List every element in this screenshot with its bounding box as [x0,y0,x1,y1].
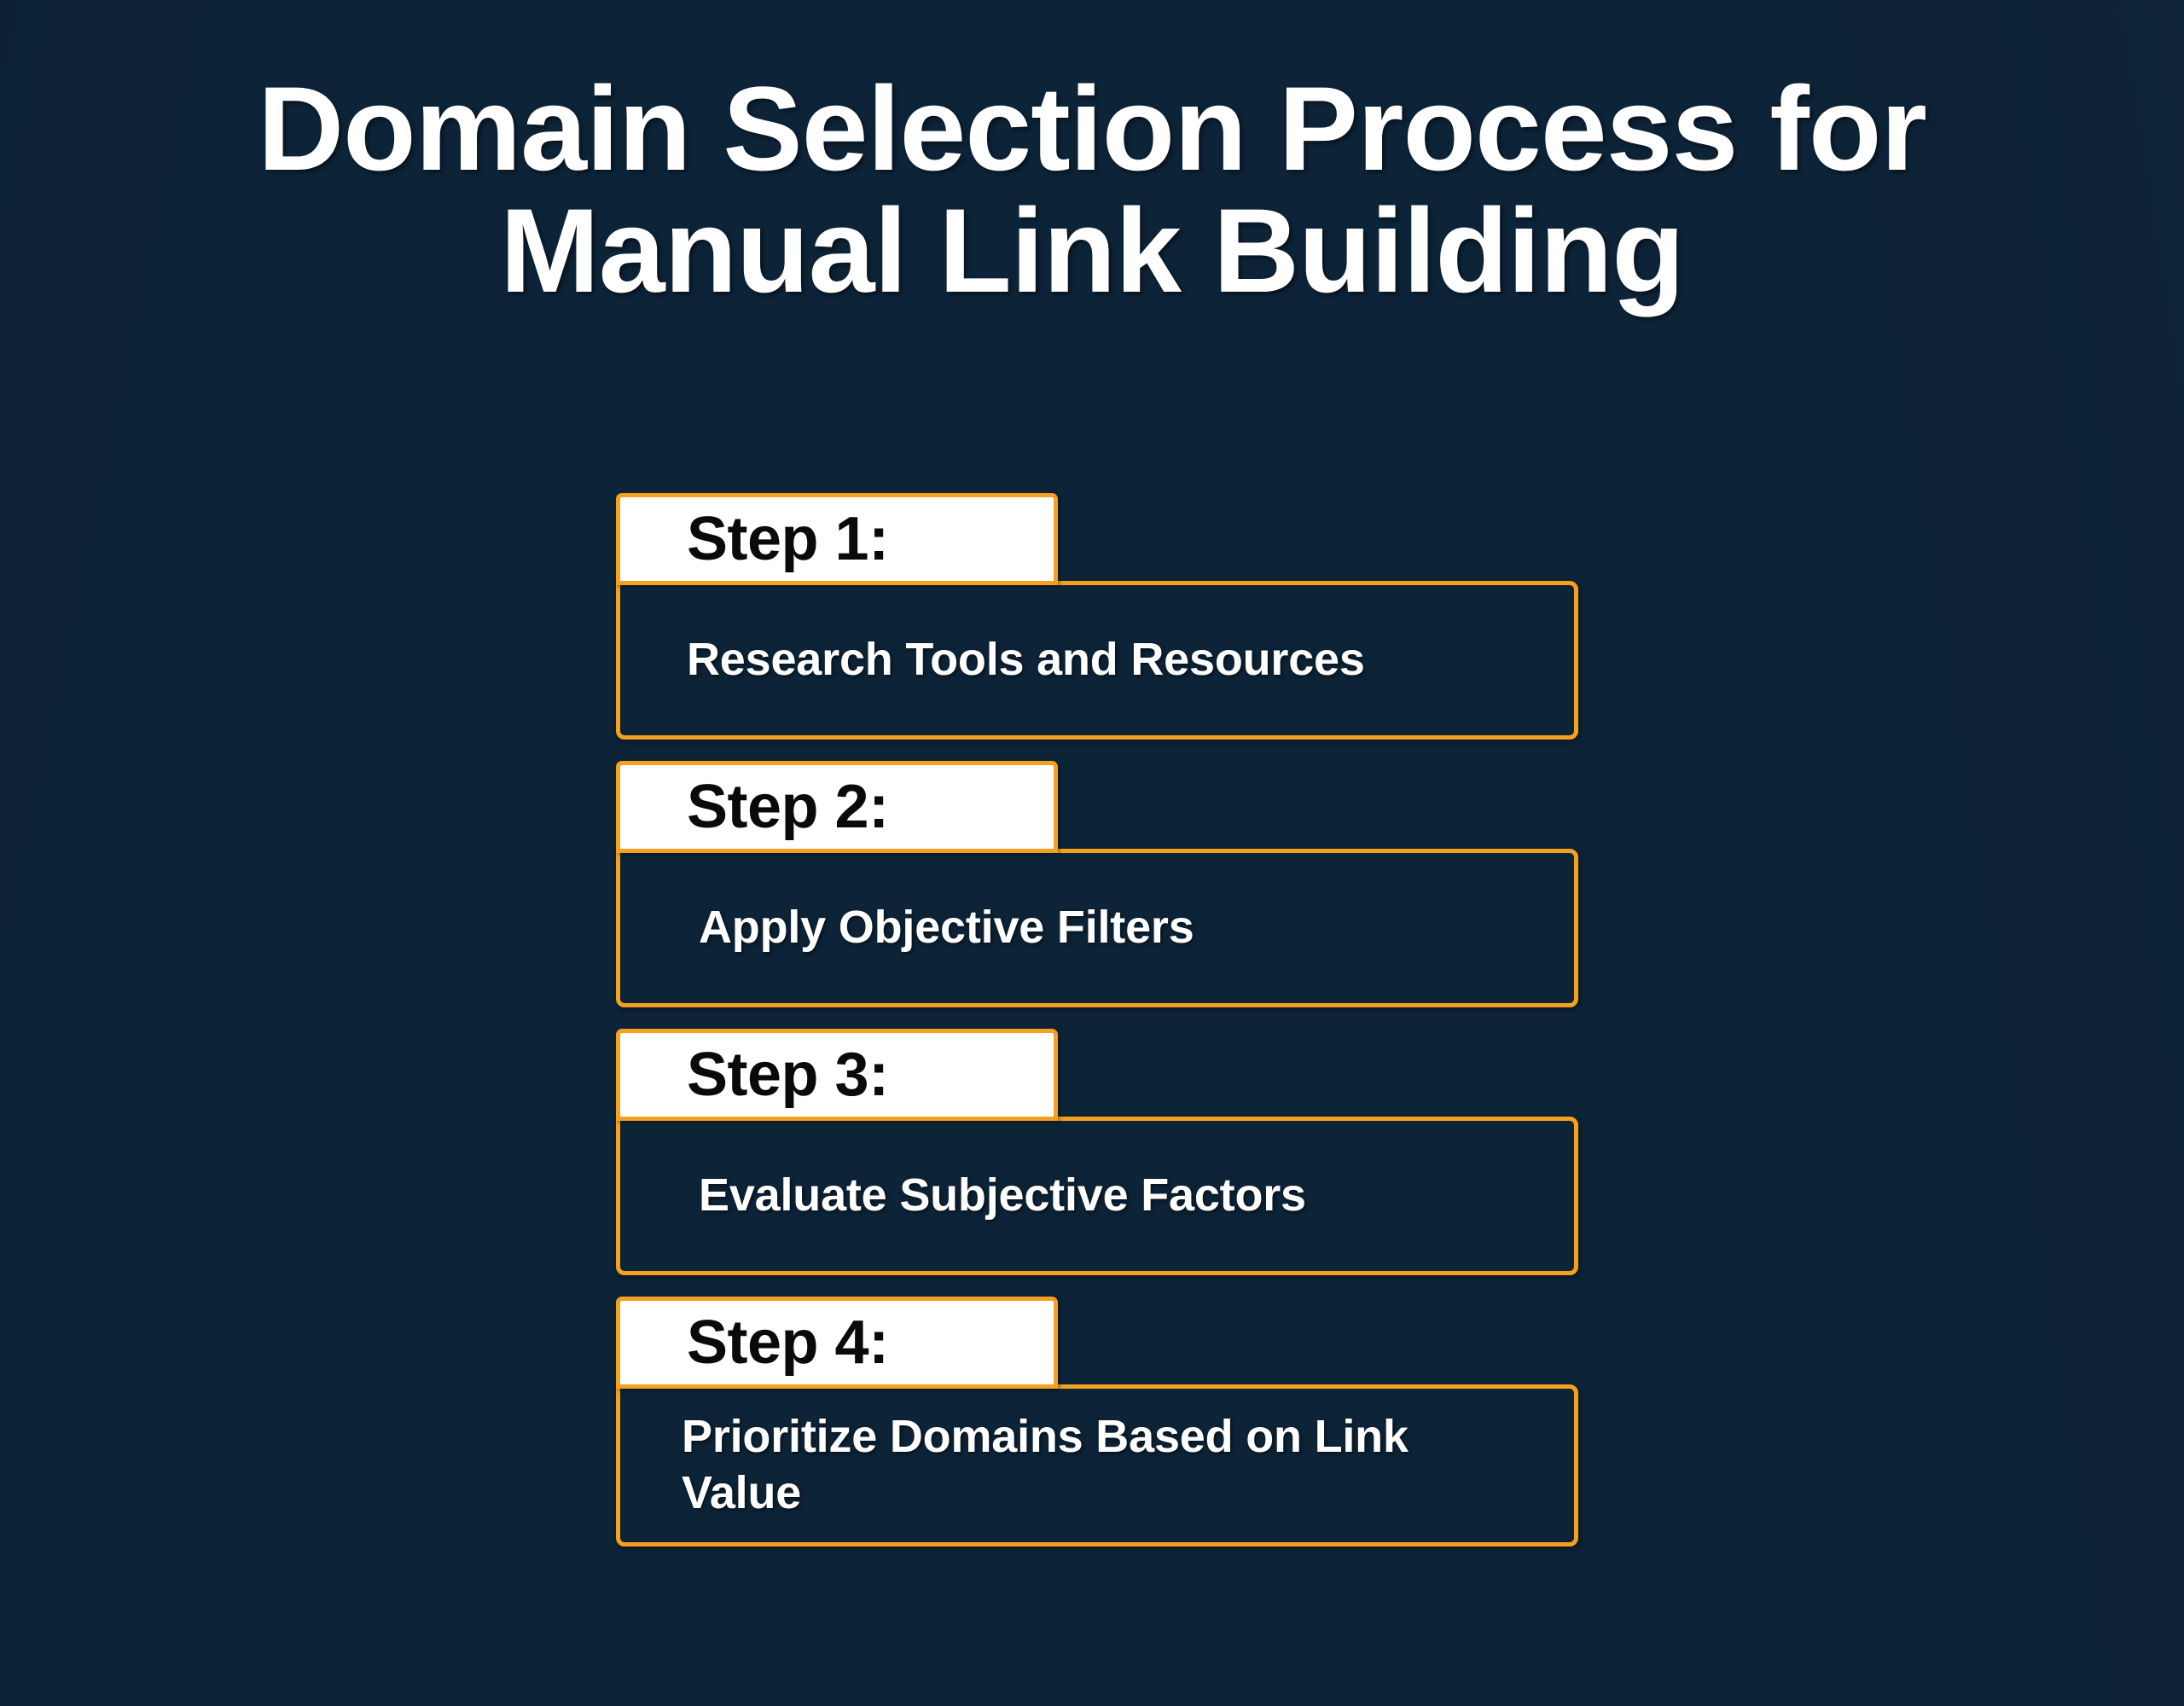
step-4-header: Step 4: [616,1297,1058,1389]
step-item-4: Step 4: Prioritize Domains Based on Link… [616,1297,1580,1546]
step-1-body: Research Tools and Resources [616,581,1578,740]
step-1-header: Step 1: [616,493,1058,585]
page-title-line-2: Manual Link Building [500,183,1685,317]
step-2-body: Apply Objective Filters [616,849,1578,1007]
step-4-body: Prioritize Domains Based on Link Value [616,1384,1578,1546]
step-item-2: Step 2: Apply Objective Filters [616,761,1580,1007]
step-item-3: Step 3: Evaluate Subjective Factors [616,1029,1580,1275]
step-4-text: Prioritize Domains Based on Link Value [682,1411,1409,1518]
page-title-line-1: Domain Selection Process for [258,61,1927,195]
step-1-text: Research Tools and Resources [687,634,1365,686]
step-2-text: Apply Objective Filters [699,902,1194,954]
step-3-body: Evaluate Subjective Factors [616,1117,1578,1275]
steps-list: Step 1: Research Tools and Resources Ste… [616,493,1580,1546]
step-2-label: Step 2: [687,773,889,841]
step-3-text: Evaluate Subjective Factors [699,1169,1306,1221]
step-2-header: Step 2: [616,761,1058,853]
step-item-1: Step 1: Research Tools and Resources [616,493,1580,740]
step-3-header: Step 3: [616,1029,1058,1121]
step-3-label: Step 3: [687,1041,889,1109]
page-title: Domain Selection Process for Manual Link… [0,61,2184,317]
step-4-label: Step 4: [687,1309,889,1377]
step-1-label: Step 1: [687,505,889,573]
